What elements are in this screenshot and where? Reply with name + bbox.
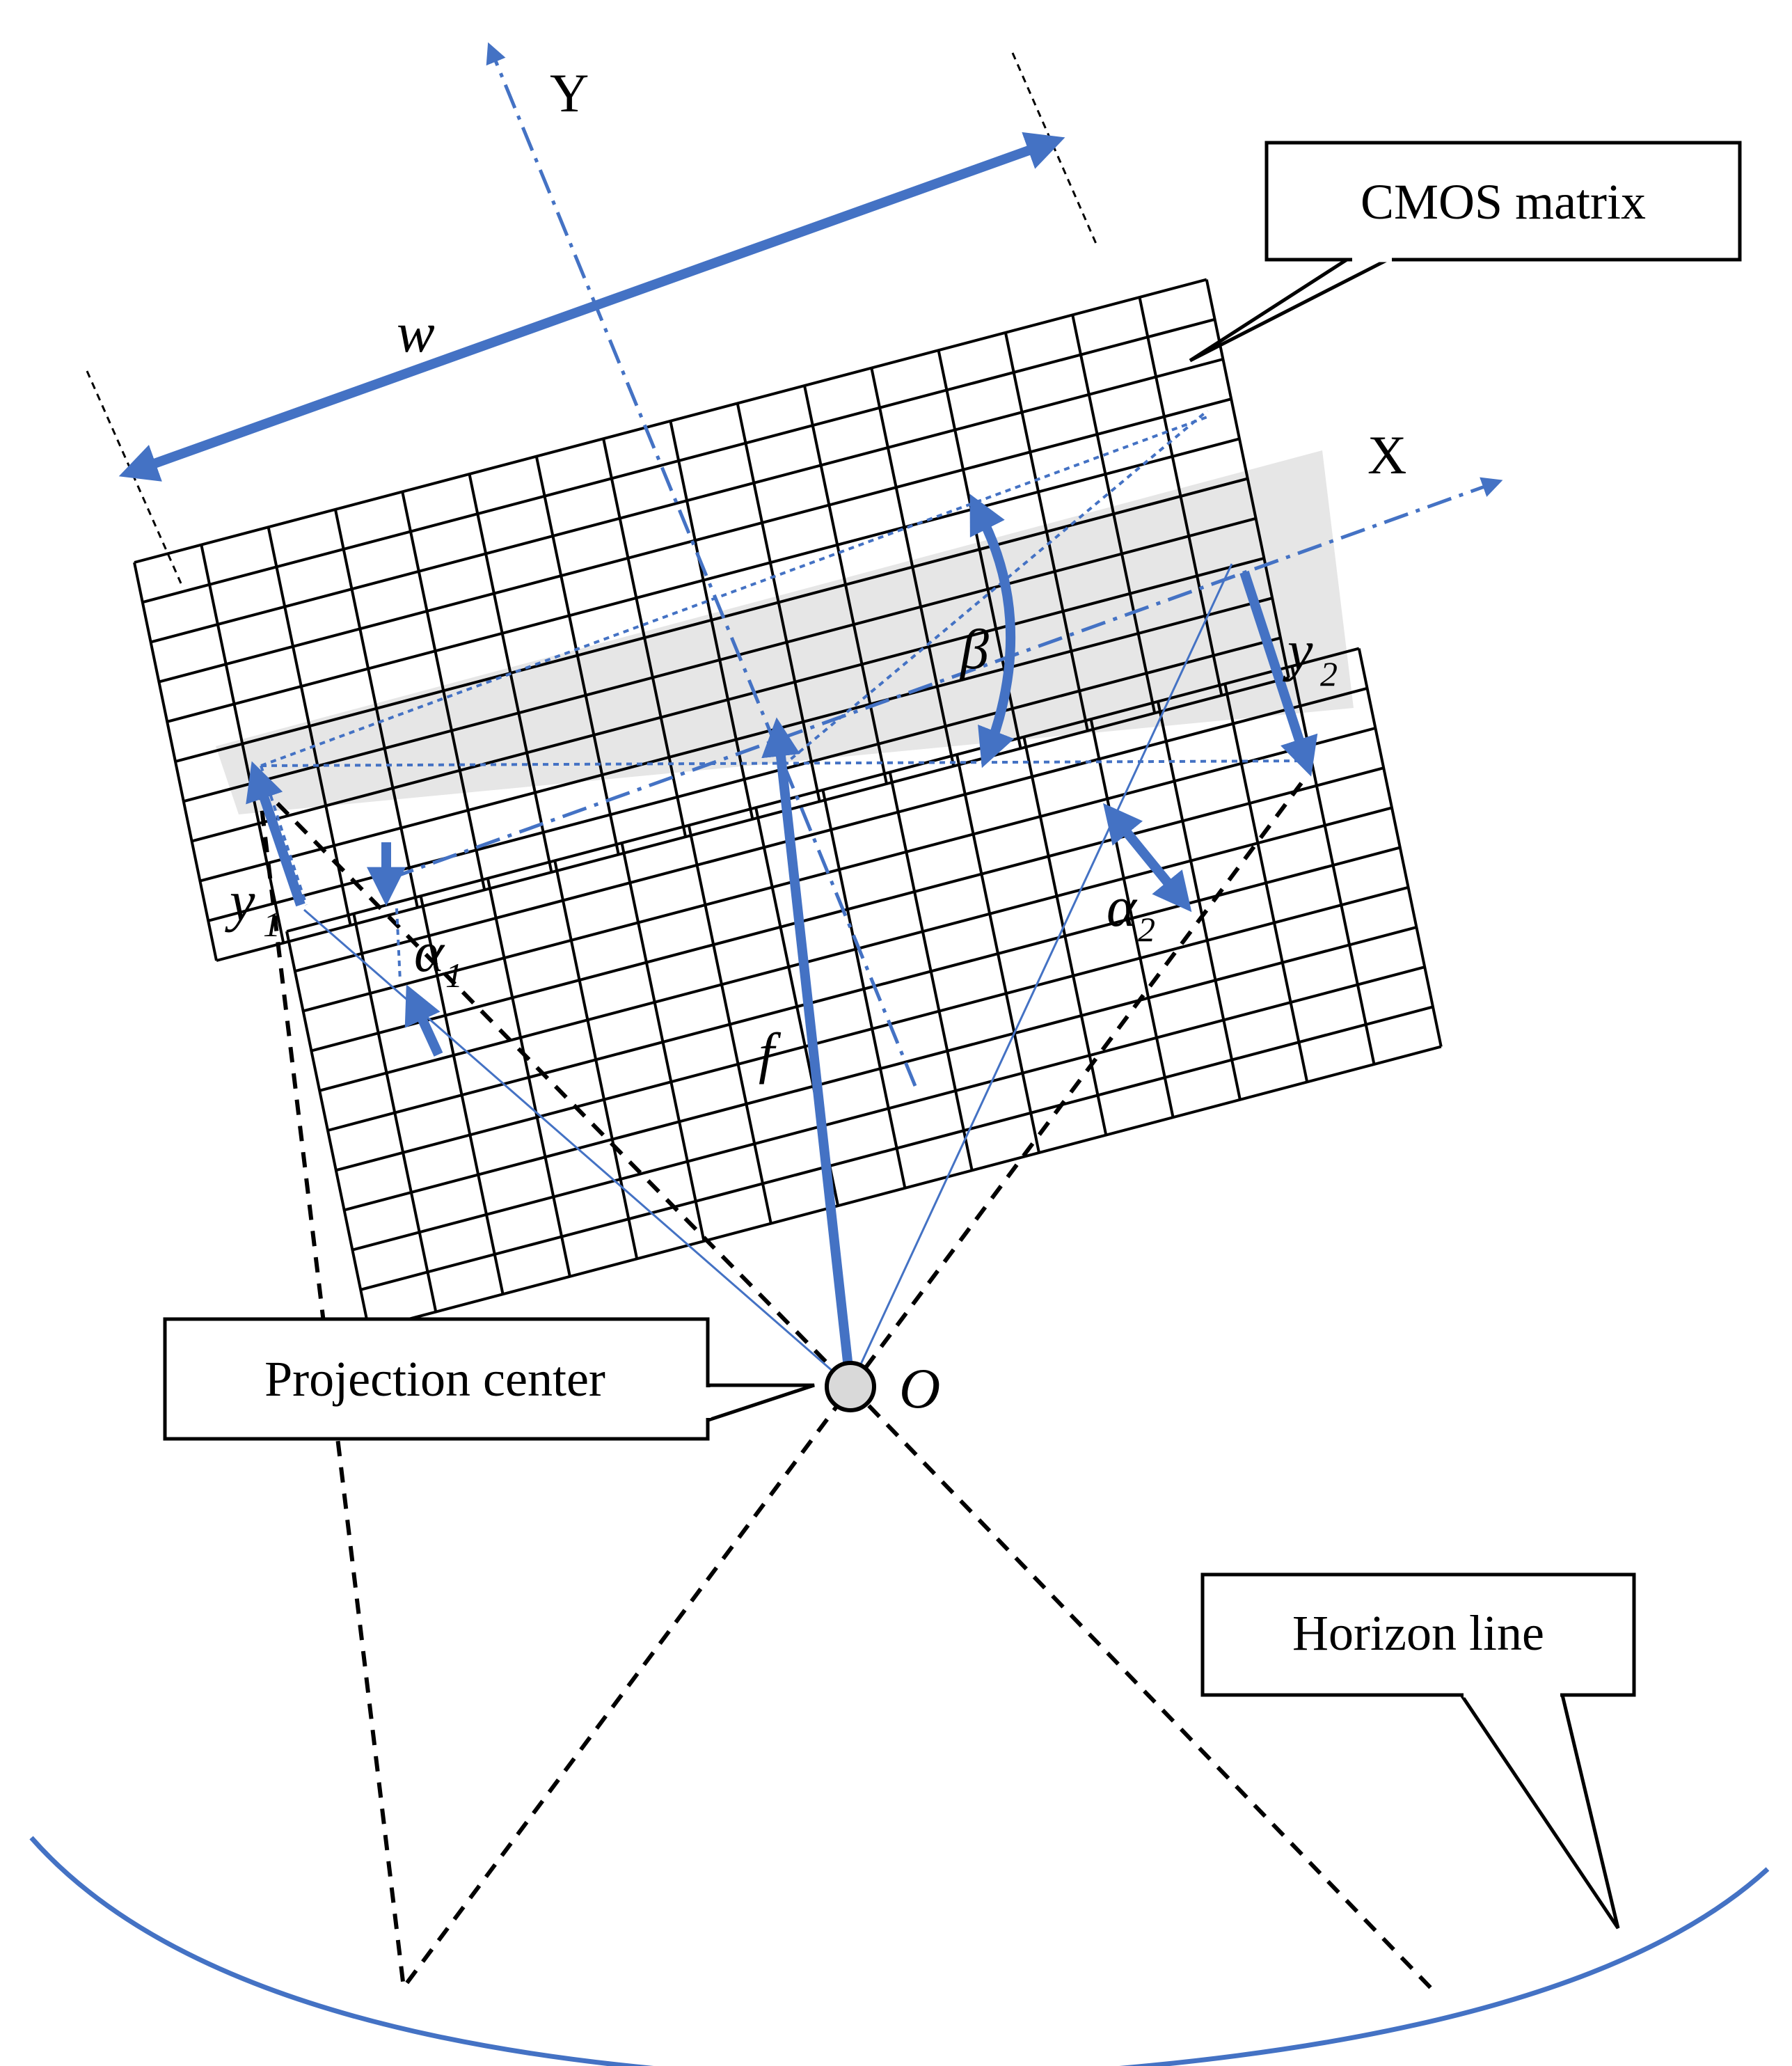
projection-center-callout: Projection center: [163, 1317, 815, 1441]
y-axis-label: Y: [550, 63, 589, 123]
corner-rays: [303, 563, 1233, 1388]
grid-column-line: [352, 913, 438, 1313]
grid-column-line: [821, 789, 907, 1189]
svg-text:2: 2: [1320, 654, 1338, 693]
grid-column-line: [1071, 314, 1157, 713]
grid-column-line: [333, 509, 419, 908]
svg-text:y: y: [1283, 619, 1313, 682]
alpha1-arrow: [404, 984, 443, 1057]
horizon-arc: [29, 1836, 1770, 2066]
grid-column-line: [285, 931, 370, 1330]
left-ray-upper: [257, 782, 853, 1389]
grid-column-line: [1290, 665, 1376, 1065]
alpha2-label: α 2: [1107, 875, 1155, 949]
grid-column-line: [888, 771, 974, 1171]
beta-arc: [969, 494, 1016, 768]
y1-arrow: [246, 761, 306, 907]
y2-label: y 2: [1283, 619, 1338, 693]
svg-text:y: y: [225, 869, 255, 933]
grid-column-line: [687, 825, 772, 1224]
grid-column-line: [602, 438, 688, 837]
grid-column-line: [1138, 297, 1223, 696]
width-arrow: [118, 132, 1065, 482]
grid-column-line: [1022, 736, 1108, 1136]
alpha1-label: α 1: [414, 920, 463, 995]
x-axis-label: X: [1367, 425, 1406, 485]
origin-symbol: O: [899, 1357, 940, 1420]
svg-text:α: α: [414, 920, 445, 984]
projection-center-point: [825, 1361, 876, 1412]
svg-text:1: 1: [445, 956, 463, 995]
svg-text:CMOS matrix: CMOS matrix: [1361, 174, 1646, 230]
focal-arrow: [761, 717, 855, 1387]
left-ray: [257, 784, 406, 1988]
right-ray-lower: [848, 1385, 1436, 1993]
x-axis: [389, 477, 1503, 881]
grid-column-line: [534, 456, 620, 855]
grid-column-line: [267, 526, 352, 926]
grid-column-line: [133, 562, 218, 961]
svg-text:Projection center: Projection center: [264, 1351, 605, 1407]
cmos-matrix-callout: CMOS matrix: [1189, 141, 1742, 363]
grid-column-line: [1223, 683, 1309, 1082]
y1-label: y 1: [225, 869, 280, 944]
grid-column-line: [1156, 701, 1242, 1101]
grid-column-line: [956, 754, 1040, 1153]
grid-column-line: [620, 842, 706, 1242]
grid-column-line: [486, 878, 571, 1277]
grid-column-line: [1357, 648, 1443, 1048]
y2-arrow: [1239, 570, 1318, 777]
grid-column-line: [401, 491, 486, 890]
alpha2-arrow: [1103, 803, 1192, 913]
grid-column-line: [553, 860, 639, 1259]
svg-text:α: α: [1107, 875, 1138, 938]
width-extent-lines: [86, 52, 1097, 584]
svg-text:2: 2: [1138, 910, 1155, 949]
horizon-line-callout: Horizon line: [1200, 1572, 1636, 1930]
svg-text:1: 1: [263, 905, 280, 944]
width-symbol: w: [397, 301, 435, 364]
grid-column-line: [1089, 718, 1175, 1118]
beta-symbol: β: [959, 617, 989, 681]
svg-text:Horizon line: Horizon line: [1292, 1605, 1544, 1661]
